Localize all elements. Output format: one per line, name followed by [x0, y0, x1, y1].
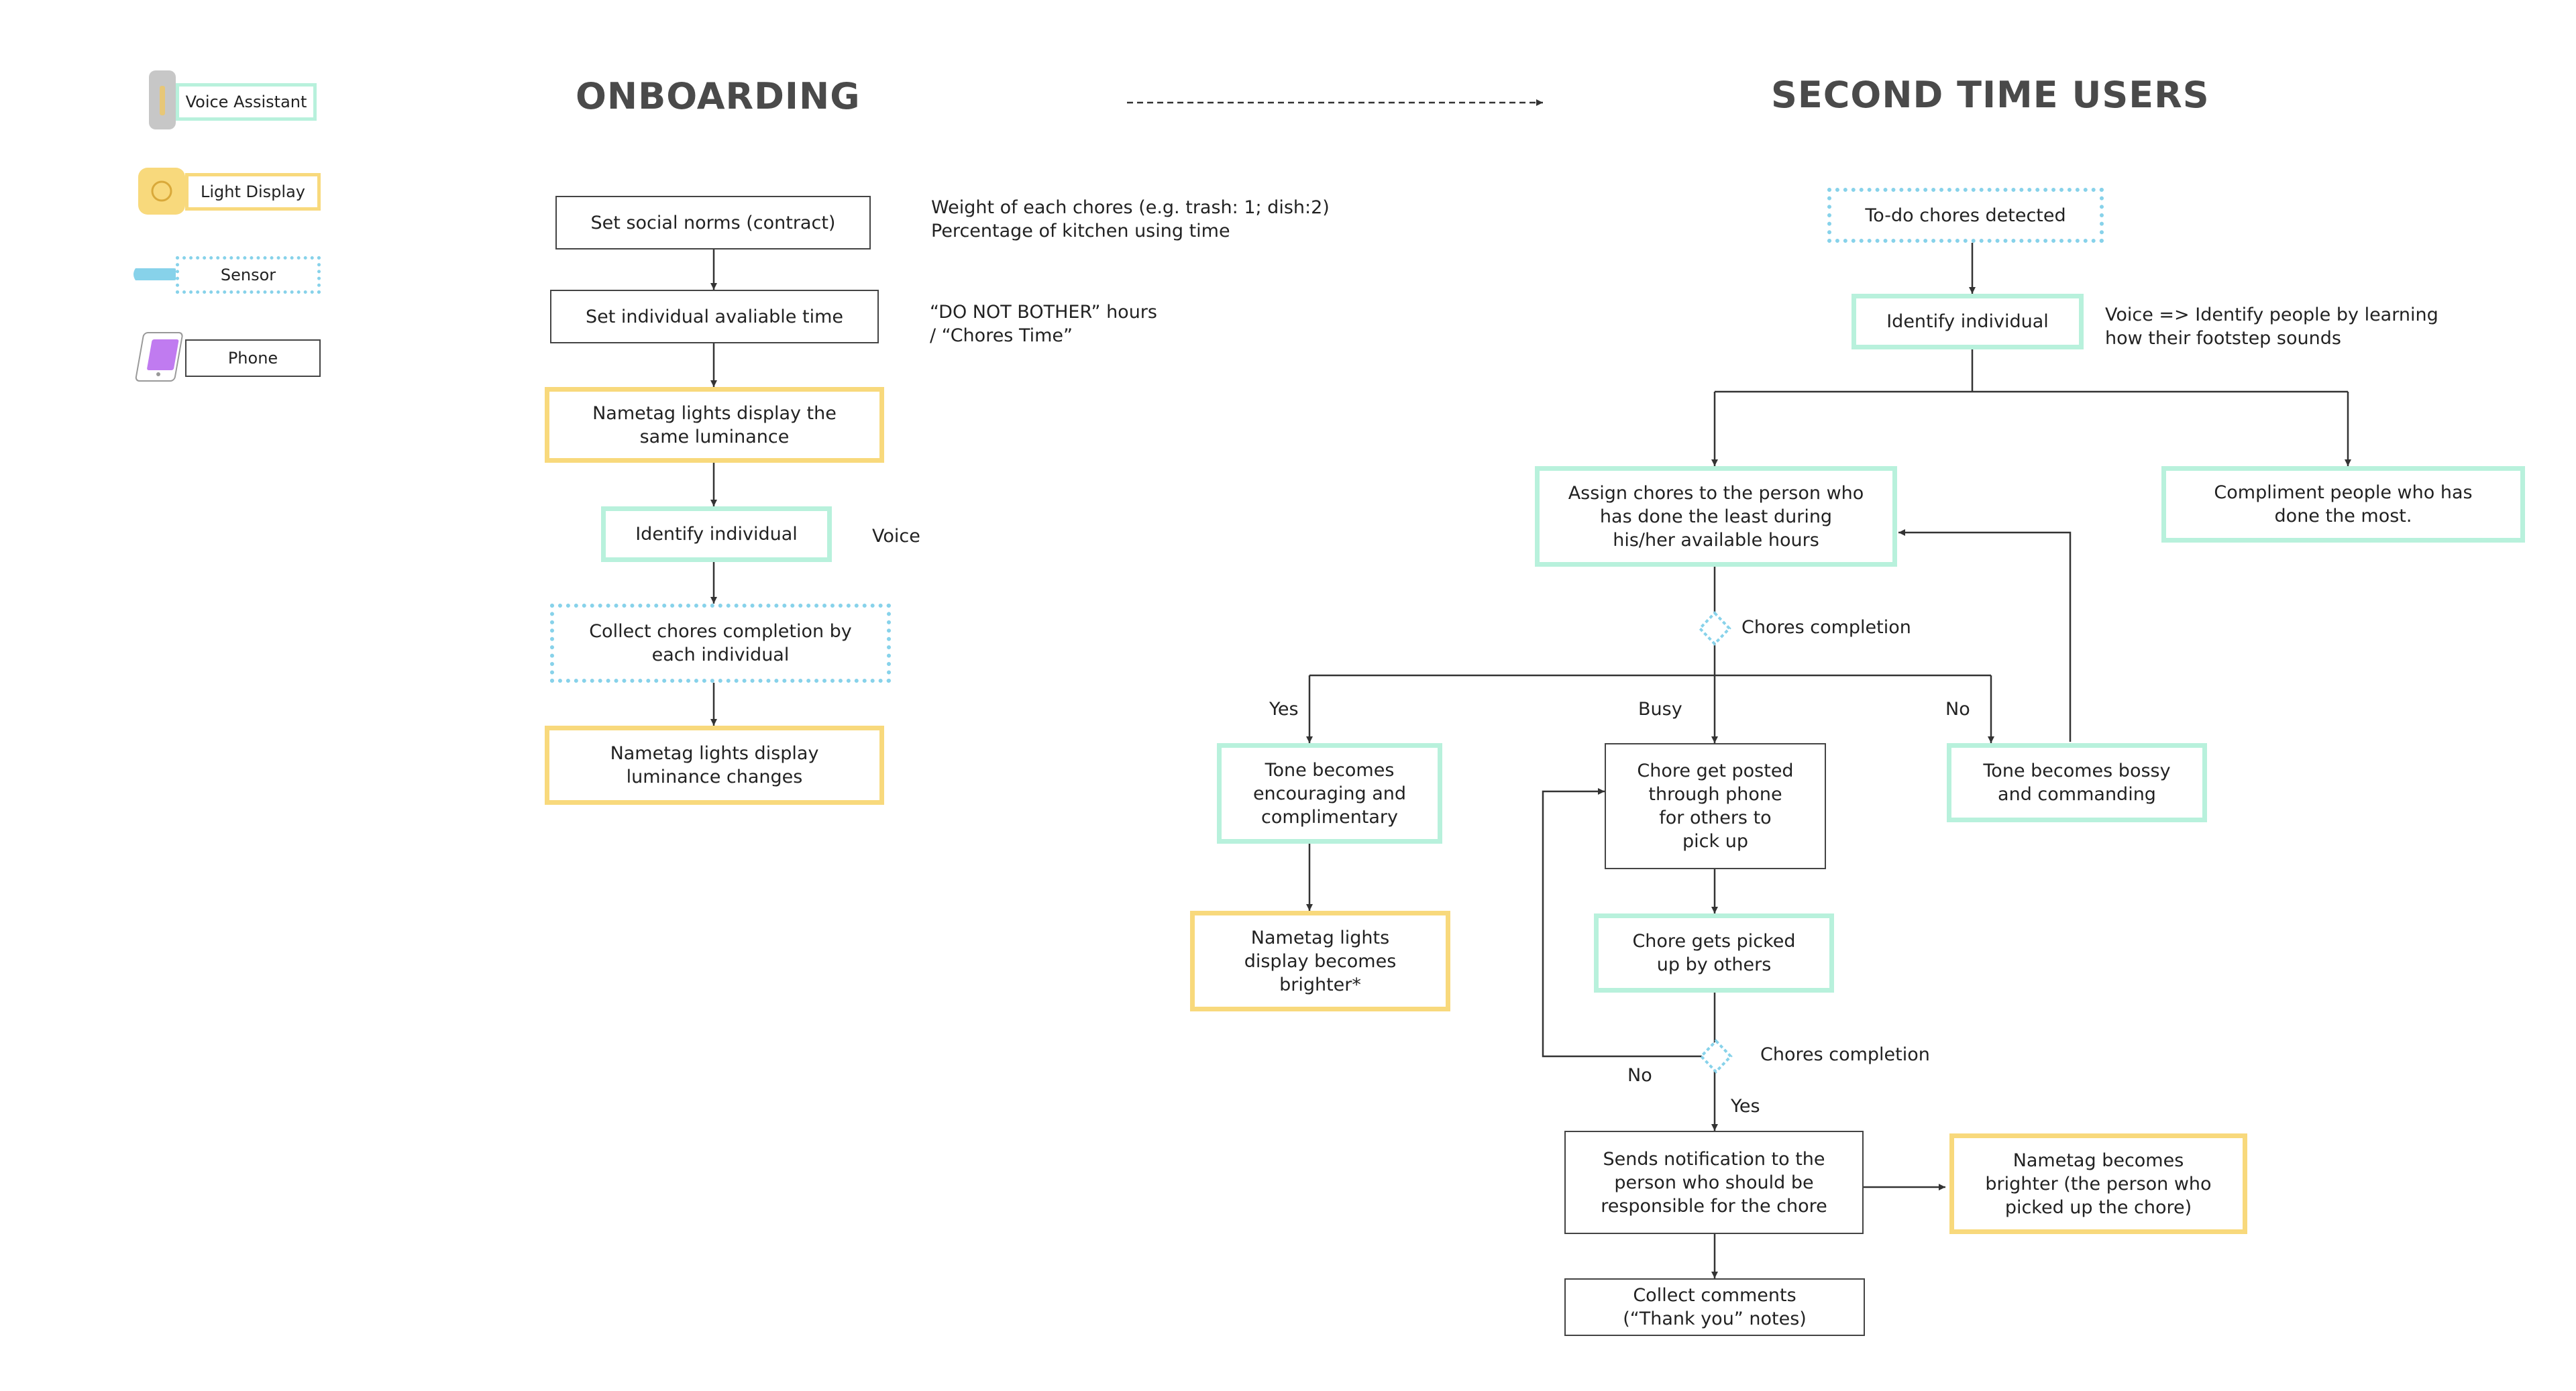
nametag-brighter-step: Nametag lights display becomes brighter* — [1190, 911, 1450, 1011]
busy-label: Busy — [1638, 699, 1682, 720]
todo-chores-detected-step: To-do chores detected — [1827, 188, 2104, 243]
chore-posted-step: Chore get posted through phone for other… — [1605, 743, 1826, 869]
connector — [1898, 529, 2072, 742]
set-social-norms-step: Set social norms (contract) — [555, 196, 871, 249]
chore-picked-up-step: Chore gets picked up by others — [1594, 913, 1834, 993]
legend-light-display: Light Display — [185, 173, 321, 211]
footstep-voice-note: Voice => Identify people by learning how… — [2105, 304, 2438, 349]
chores-completion-2-label: Chores completion — [1760, 1044, 1930, 1065]
connector — [1542, 788, 1703, 1058]
decision-diamond — [1699, 1039, 1733, 1074]
light-display-icon — [138, 168, 185, 215]
phone-icon — [135, 332, 183, 382]
nametag-picker-brighter-step: Nametag becomes brighter (the person who… — [1949, 1133, 2247, 1234]
no-2-label: No — [1627, 1065, 1652, 1086]
compliment-step: Compliment people who has done the most. — [2161, 466, 2525, 543]
set-available-time-step: Set individual avaliable time — [550, 290, 879, 343]
legend-label: Light Display — [201, 182, 305, 201]
legend-label: Voice Assistant — [185, 93, 307, 111]
collect-comments-step: Collect comments (“Thank you” notes) — [1564, 1278, 1865, 1336]
chores-completion-label: Chores completion — [1741, 617, 1911, 638]
weight-note: Weight of each chores (e.g. trash: 1; di… — [931, 197, 1330, 241]
no-label: No — [1945, 699, 1970, 720]
yes-2-label: Yes — [1731, 1096, 1760, 1117]
identify-individual-step: Identify individual — [601, 506, 832, 562]
legend-phone: Phone — [185, 339, 321, 377]
legend-sensor: Sensor — [176, 256, 321, 294]
tone-bossy-step: Tone becomes bossy and commanding — [1947, 743, 2207, 822]
collect-completion-step: Collect chores completion by each indivi… — [550, 604, 891, 683]
nametag-same-luminance-step: Nametag lights display the same luminanc… — [545, 387, 884, 463]
decision-diamond — [1698, 611, 1731, 646]
legend-label: Sensor — [220, 266, 276, 284]
onboarding-title: ONBOARDING — [576, 75, 861, 117]
legend-label: Phone — [227, 349, 278, 368]
hours-note: “DO NOT BOTHER” hours / “Chores Time” — [930, 302, 1157, 346]
assign-chores-step: Assign chores to the person who has done… — [1535, 466, 1897, 567]
nametag-luminance-changes-step: Nametag lights display luminance changes — [545, 726, 884, 805]
second-time-users-title: SECOND TIME USERS — [1771, 74, 2210, 116]
legend-voice-assistant: Voice Assistant — [176, 83, 317, 121]
tone-encouraging-step: Tone becomes encouraging and complimenta… — [1217, 743, 1442, 844]
send-notification-step: Sends notification to the person who sho… — [1564, 1131, 1864, 1234]
yes-label: Yes — [1269, 699, 1299, 720]
identify-individual-2-step: Identify individual — [1851, 294, 2084, 349]
voice-note: Voice — [872, 526, 920, 547]
